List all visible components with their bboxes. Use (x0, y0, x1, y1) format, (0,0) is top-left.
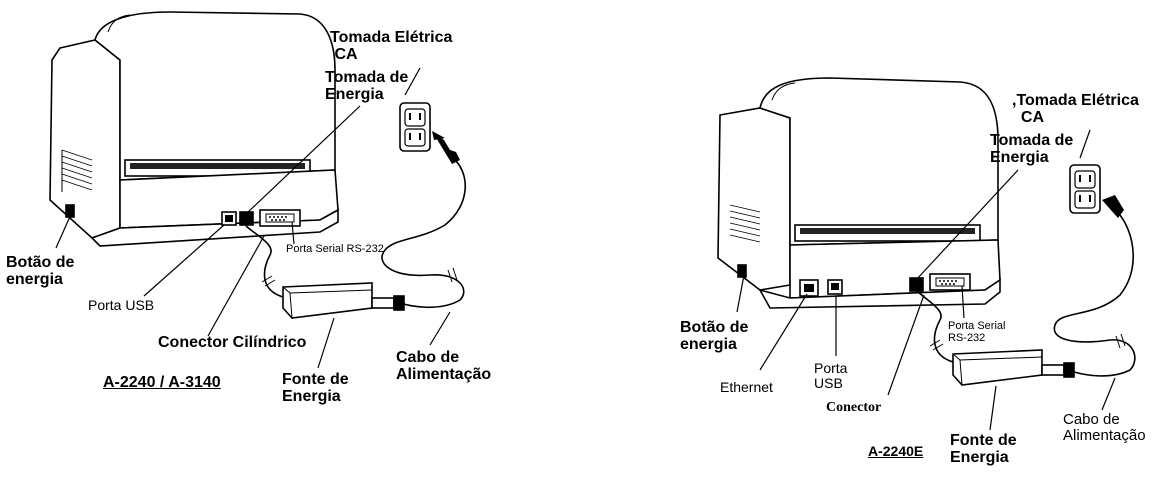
left-model-title: A-2240 / A-3140 (103, 375, 221, 392)
left-outlet (400, 103, 460, 164)
right-usb-port-label: Porta USB (814, 361, 847, 390)
right-power-supply-label: Fonte de Energia (950, 433, 1017, 467)
left-power-supply-label: Fonte de Energia (282, 372, 349, 406)
right-model-title: A-2240E (868, 444, 923, 459)
left-power-button-label: Botão de energia (6, 255, 74, 289)
right-outlet (1070, 165, 1124, 218)
right-ethernet-label: Ethernet (720, 380, 773, 395)
left-power-socket-label: Tomada de Energia (325, 70, 408, 104)
right-connector-label: Conector (826, 401, 881, 416)
left-power-cable (382, 160, 465, 307)
left-usb-port-label: Porta USB (88, 298, 154, 313)
right-power-socket-label: Tomada de Energia (990, 133, 1073, 167)
left-serial-port-label: Porta Serial RS-232 (286, 244, 384, 256)
right-outlet-label: ,Tomada Elétrica CA (1012, 93, 1139, 127)
left-power-cable-label: Cabo de Alimentação (396, 350, 491, 384)
left-printer (50, 12, 338, 246)
left-barrel-connector-label: Conector Cilíndrico (158, 335, 306, 352)
right-power-cable (1054, 215, 1134, 376)
right-power-button-label: Botão de energia (680, 320, 748, 354)
right-serial-port-label: Porta Serial RS-232 (948, 321, 1005, 344)
right-printer (718, 78, 1000, 308)
right-power-cable-label: Cabo de Alimentação (1063, 412, 1146, 444)
left-power-supply (246, 226, 404, 318)
left-outlet-label: Tomada Elétrica CA (330, 30, 452, 64)
